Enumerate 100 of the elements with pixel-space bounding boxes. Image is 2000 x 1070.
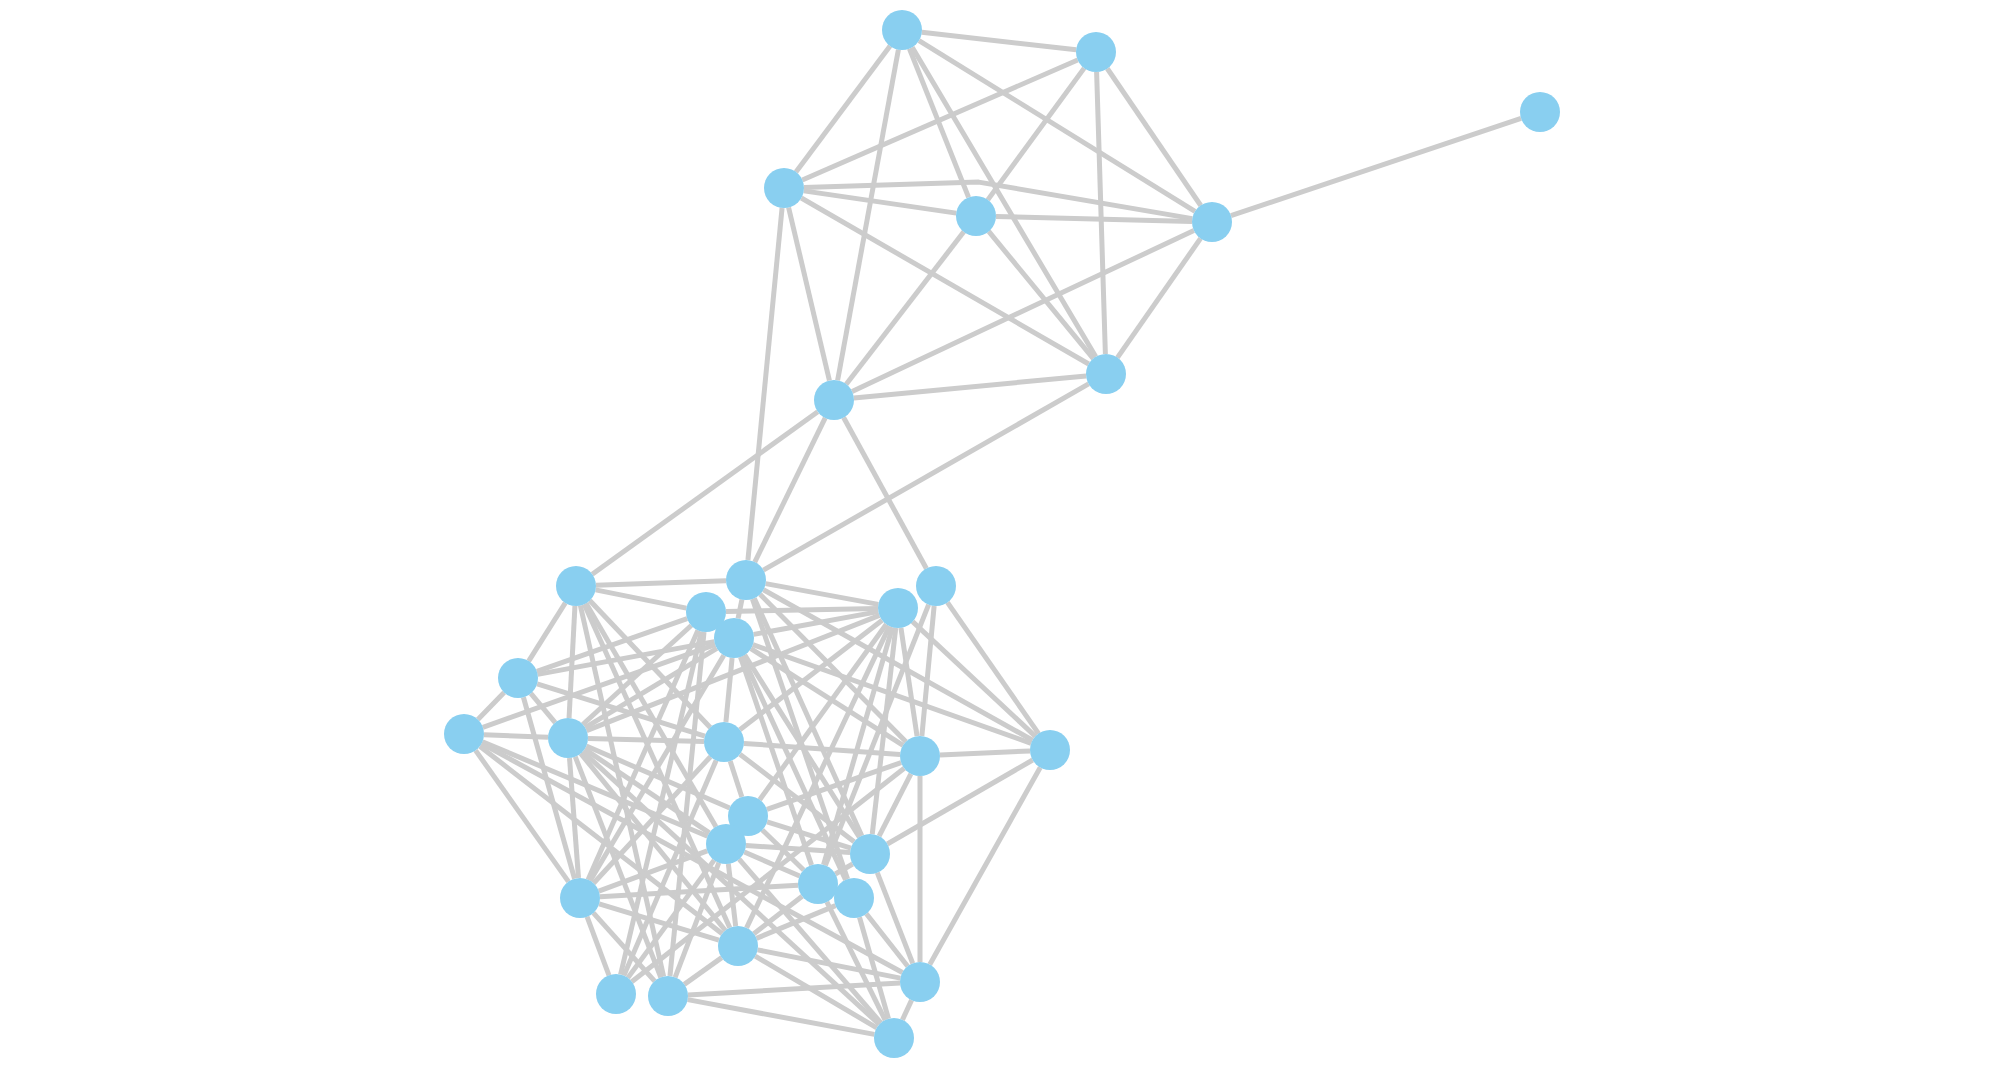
- link-line: [851, 228, 1195, 394]
- link-line: [682, 955, 724, 987]
- network-node: [882, 10, 922, 50]
- network-node: [596, 974, 636, 1014]
- link-line: [595, 578, 727, 588]
- link-line: [1115, 236, 1203, 360]
- link-line: [986, 229, 1096, 361]
- link-line: [738, 618, 884, 732]
- link-line: [876, 772, 914, 838]
- link-line: [844, 230, 966, 386]
- network-node: [916, 566, 956, 606]
- link-line: [588, 653, 726, 883]
- link-line: [800, 195, 1090, 367]
- network-node: [874, 1018, 914, 1058]
- link-line: [687, 980, 901, 998]
- network-node: [956, 196, 996, 236]
- link-line: [821, 626, 895, 866]
- link-line: [995, 214, 1193, 224]
- link-line: [900, 999, 914, 1021]
- link-line: [886, 757, 1034, 847]
- link-line: [625, 858, 717, 980]
- link-line: [727, 760, 745, 798]
- link-line: [581, 603, 733, 929]
- network-node: [1520, 92, 1560, 132]
- link-line: [853, 373, 1087, 401]
- link-line: [755, 903, 837, 941]
- link-line: [803, 179, 1193, 222]
- link-line: [985, 66, 1087, 202]
- network-node: [1076, 32, 1116, 72]
- link-line: [945, 601, 1041, 735]
- link-line: [738, 752, 856, 844]
- link-line: [480, 741, 904, 975]
- link-line: [752, 642, 1032, 746]
- link-line: [581, 749, 881, 1027]
- link-line: [1094, 71, 1108, 355]
- link-line: [723, 657, 735, 723]
- link-line: [597, 848, 709, 894]
- link-line: [751, 597, 865, 837]
- link-line: [803, 188, 957, 216]
- link-line: [483, 732, 549, 740]
- link-line: [598, 901, 720, 943]
- link-line: [577, 604, 667, 978]
- link-line: [757, 622, 889, 802]
- network-node: [686, 592, 726, 632]
- network-node: [1086, 354, 1126, 394]
- link-line: [585, 743, 731, 811]
- link-line: [874, 871, 916, 965]
- link-line: [835, 49, 901, 381]
- link-line: [743, 849, 801, 879]
- link-line: [752, 416, 828, 564]
- link-line: [910, 45, 1098, 359]
- link-line: [687, 997, 875, 1037]
- network-node: [1030, 730, 1070, 770]
- link-line: [572, 755, 664, 979]
- link-line: [566, 605, 578, 719]
- network-node: [764, 168, 804, 208]
- link-line: [757, 947, 901, 981]
- link-line: [581, 623, 693, 727]
- link-line: [587, 598, 713, 730]
- link-line: [766, 819, 852, 851]
- link-line: [745, 207, 785, 561]
- link-line: [869, 627, 899, 835]
- link-line: [752, 894, 804, 936]
- link-line: [857, 916, 891, 1020]
- link-line: [583, 747, 711, 835]
- link-line: [567, 757, 581, 879]
- link-line: [725, 863, 739, 927]
- link-line: [528, 691, 558, 725]
- link-line: [762, 381, 1090, 573]
- link-line: [927, 766, 1043, 966]
- link-line: [482, 642, 716, 730]
- link-line: [801, 57, 1079, 183]
- link-line: [743, 740, 901, 758]
- link-line: [917, 776, 923, 962]
- link-line: [591, 911, 657, 983]
- link-line: [536, 616, 688, 674]
- link-line: [921, 29, 1077, 53]
- network-node: [648, 976, 688, 1016]
- network-node: [798, 864, 838, 904]
- network-node: [878, 588, 918, 628]
- link-line: [587, 736, 705, 744]
- link-line: [585, 629, 701, 881]
- link-line: [745, 842, 851, 856]
- link-line: [758, 592, 908, 744]
- link-line: [793, 44, 893, 174]
- link-line: [476, 690, 506, 722]
- link-line: [749, 646, 905, 748]
- network-node: [850, 834, 890, 874]
- link-line: [740, 655, 848, 881]
- link-line: [744, 625, 892, 929]
- link-line: [753, 609, 879, 637]
- network-node: [548, 718, 588, 758]
- link-line: [672, 861, 722, 979]
- link-line: [667, 631, 707, 977]
- link-line: [750, 598, 850, 880]
- link-line: [526, 601, 568, 663]
- network-node: [560, 878, 600, 918]
- link-line: [478, 744, 724, 936]
- link-line: [591, 755, 713, 885]
- link-line: [917, 38, 1197, 214]
